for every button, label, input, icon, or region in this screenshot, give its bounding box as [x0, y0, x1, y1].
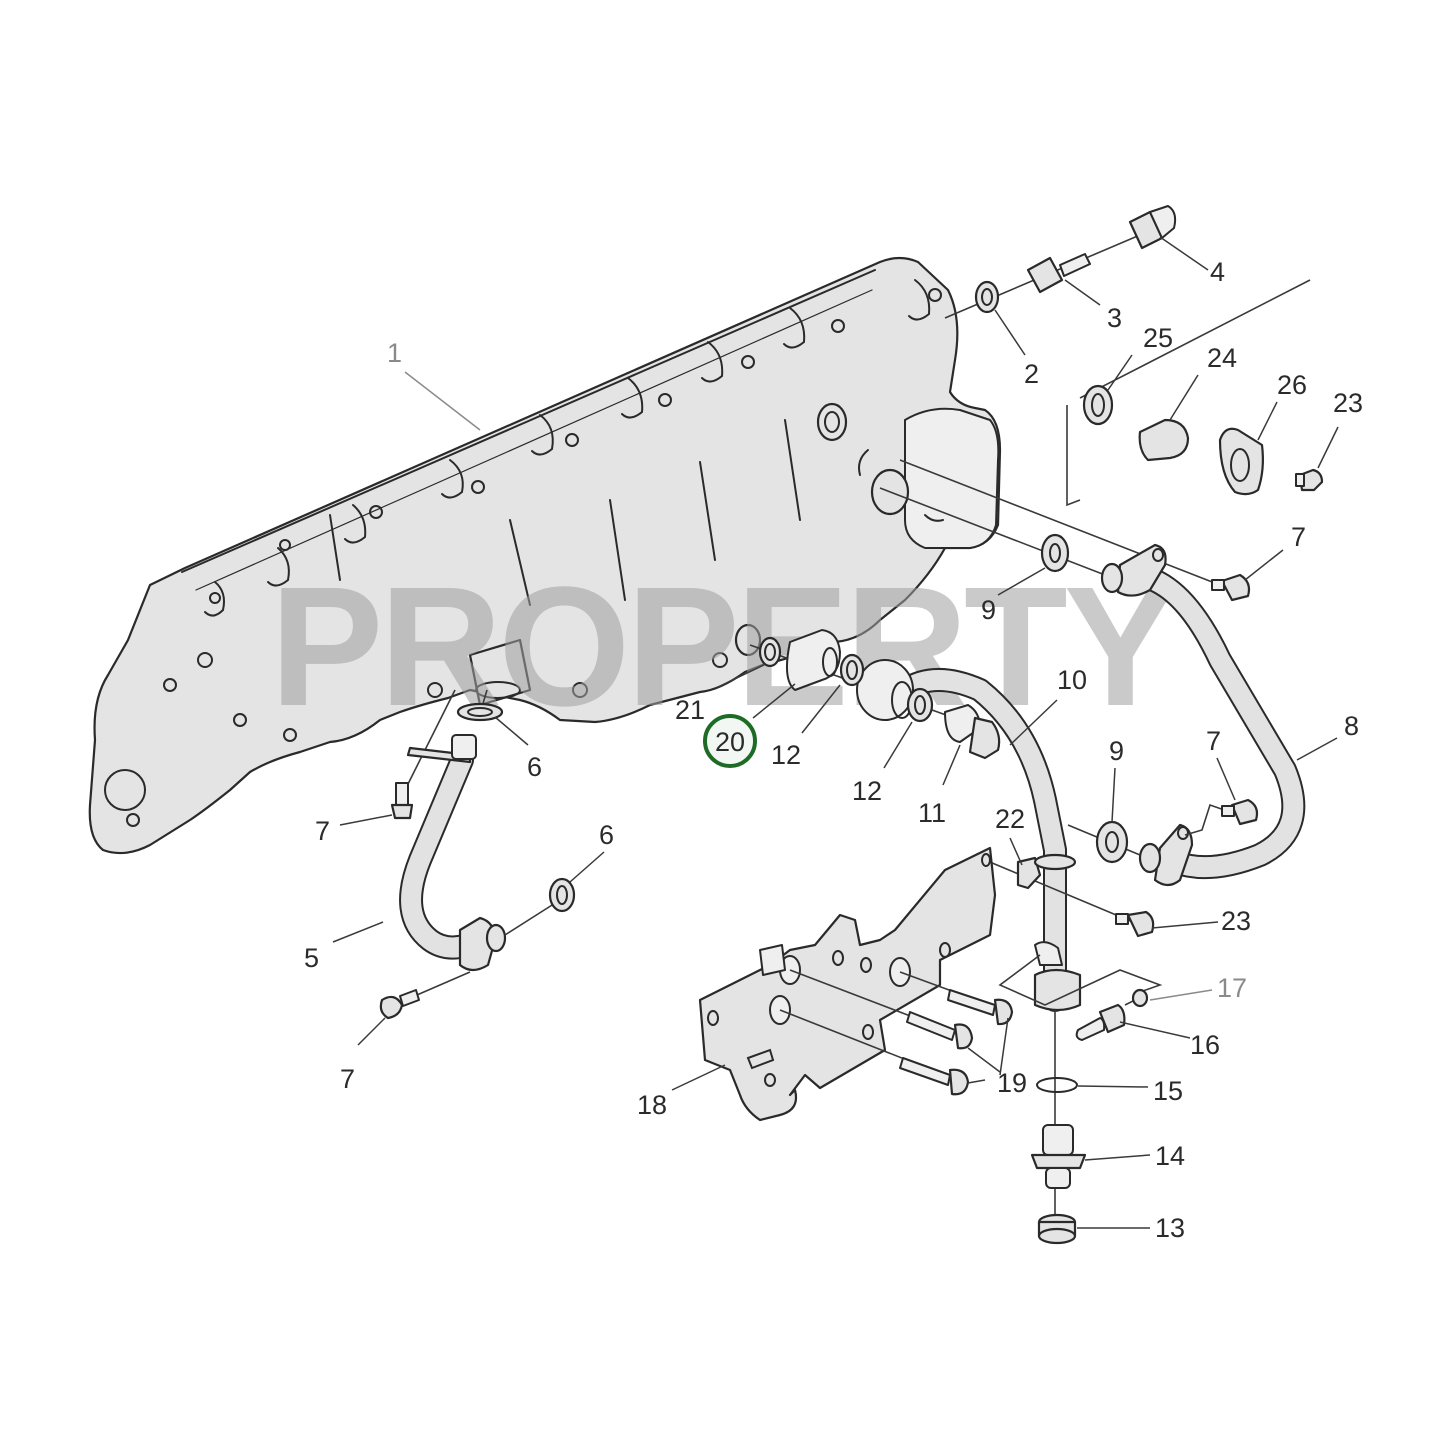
callout-18[interactable]: 18	[637, 1090, 667, 1120]
callout-5[interactable]: 5	[304, 943, 319, 973]
sensor-assembly[interactable]	[944, 205, 1177, 319]
callout-19[interactable]: 19	[997, 1068, 1027, 1098]
plug-assembly[interactable]	[1066, 279, 1324, 507]
callout-16[interactable]: 16	[1190, 1030, 1220, 1060]
oil-pipe-part-10[interactable]	[749, 644, 1163, 1012]
callout-7-left-upper[interactable]: 7	[315, 816, 330, 846]
callout-14[interactable]: 14	[1155, 1141, 1185, 1171]
callout-2[interactable]: 2	[1024, 359, 1039, 389]
bolt-part-23-lower[interactable]	[1115, 910, 1155, 938]
callout-23-upper[interactable]: 23	[1333, 388, 1363, 418]
callout-7-left-lower[interactable]: 7	[340, 1064, 355, 1094]
sensor-part-3	[1026, 253, 1091, 294]
callout-9-upper[interactable]: 9	[981, 595, 996, 625]
o-ring-part-6-upper[interactable]	[456, 702, 504, 722]
fitting-part-14	[1030, 1124, 1087, 1189]
callout-20[interactable]: 20	[715, 727, 745, 757]
callout-13[interactable]: 13	[1155, 1213, 1185, 1243]
callout-8[interactable]: 8	[1344, 711, 1359, 741]
callout-12-b[interactable]: 12	[852, 776, 882, 806]
sealing-washer-part-12-a[interactable]	[839, 653, 865, 687]
o-ring-part-17	[1131, 988, 1149, 1008]
adapter-part-20[interactable]	[785, 629, 841, 691]
callout-7-lower-right[interactable]: 7	[1206, 726, 1221, 756]
callout-6-upper[interactable]: 6	[527, 752, 542, 782]
bolt-part-23	[1295, 468, 1324, 492]
callout-12-a[interactable]: 12	[771, 740, 801, 770]
callout-6-lower[interactable]: 6	[599, 820, 614, 850]
o-ring-part-6-lower[interactable]	[548, 877, 576, 913]
callout-24[interactable]: 24	[1207, 343, 1237, 373]
oil-pipe-part-8[interactable]	[879, 459, 1306, 887]
bracket-part-18[interactable]	[698, 846, 997, 1122]
clamp-part-22[interactable]	[984, 853, 1141, 926]
callout-4[interactable]: 4	[1210, 257, 1225, 287]
callout-7-upper-right[interactable]: 7	[1291, 522, 1306, 552]
callout-10[interactable]: 10	[1057, 665, 1087, 695]
sealing-washer-part-12-b[interactable]	[906, 687, 934, 723]
sealing-washer-part-2	[974, 280, 1000, 314]
callout-9-lower[interactable]: 9	[1109, 736, 1124, 766]
housing-bolt-bosses	[204, 279, 942, 617]
callout-15[interactable]: 15	[1153, 1076, 1183, 1106]
o-ring-part-15	[1036, 1077, 1078, 1093]
callout-17[interactable]: 17	[1217, 973, 1247, 1003]
highlight-ring-callout-20	[703, 714, 757, 768]
callout-11[interactable]: 11	[918, 798, 946, 828]
callout-25[interactable]: 25	[1143, 323, 1173, 353]
bolt-part-7-left-upper[interactable]	[390, 782, 414, 820]
bolt-part-7-upper[interactable]	[1211, 573, 1251, 602]
nipple-part-16	[1075, 1003, 1126, 1041]
o-ring-part-21[interactable]	[758, 636, 782, 668]
seal-ring-part-9-upper[interactable]	[1040, 533, 1070, 573]
connector-part-4	[1128, 205, 1177, 250]
cap-part-13	[1037, 1213, 1077, 1245]
banjo-bolt-part-11[interactable]	[944, 704, 1001, 760]
plug-part-24	[1138, 418, 1190, 462]
callout-23-lower[interactable]: 23	[1221, 906, 1251, 936]
flange-plate-part-26	[1218, 427, 1264, 496]
seal-ring-part-25	[1082, 384, 1114, 426]
bolt-part-7-left-lower[interactable]	[379, 989, 420, 1020]
leader-lines	[332, 236, 1339, 1229]
callout-22[interactable]: 22	[995, 804, 1025, 834]
watermark-text: PROPERTY	[270, 552, 1175, 742]
housing-part-1[interactable]	[88, 256, 1002, 855]
bolt-part-19-set[interactable]	[779, 969, 1014, 1096]
callout-21[interactable]: 21	[675, 695, 705, 725]
callout-3[interactable]: 3	[1107, 303, 1122, 333]
bolt-part-7-lower[interactable]	[1184, 798, 1259, 836]
fitting-stack[interactable]	[1030, 988, 1149, 1245]
oil-pipe-part-5[interactable]	[394, 689, 561, 999]
seal-ring-part-9-lower[interactable]	[1067, 820, 1141, 864]
callout-26[interactable]: 26	[1277, 370, 1307, 400]
callout-labels: 1 2 3 4 25 24 26 23 7 9 8 10 7 9 21 20 1…	[304, 257, 1363, 1243]
callout-1[interactable]: 1	[387, 338, 402, 368]
